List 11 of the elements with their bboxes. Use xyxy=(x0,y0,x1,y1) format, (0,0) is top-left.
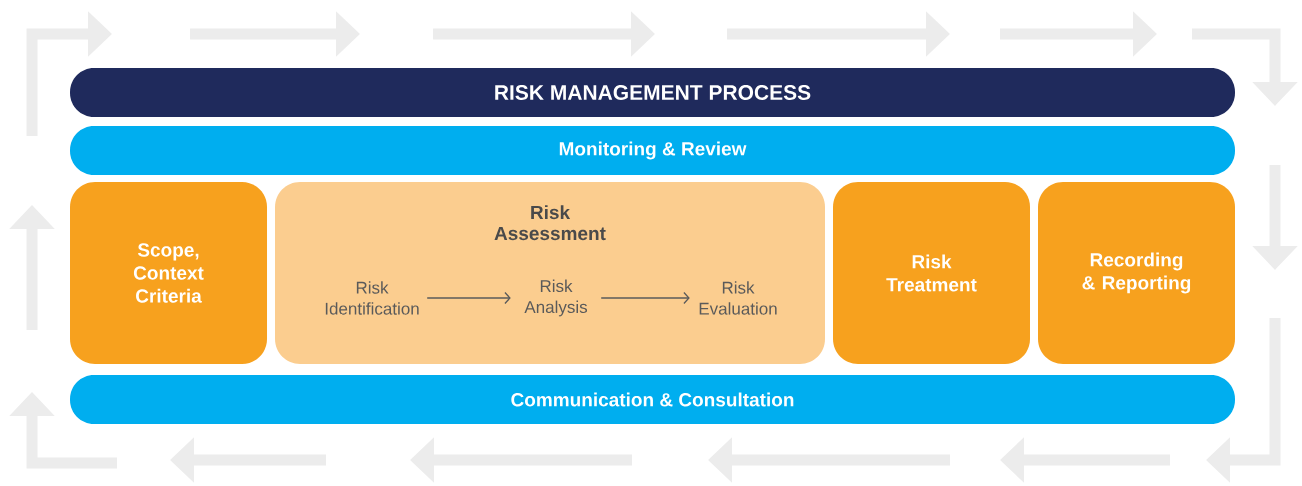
stage-box: Scope, Context Criteria xyxy=(70,182,267,364)
process-band: Monitoring & Review xyxy=(70,126,1235,175)
chevron-arrow xyxy=(426,291,511,305)
stage-box: Risk Treatment xyxy=(833,182,1030,364)
step-label: Risk Analysis xyxy=(524,279,588,317)
process-band: RISK MANAGEMENT PROCESS xyxy=(70,68,1235,117)
stage-box: Recording & Reporting xyxy=(1038,182,1235,364)
step-label: Risk Evaluation xyxy=(699,281,777,315)
step-label: Risk Identification xyxy=(325,281,419,315)
process-band: Communication & Consultation xyxy=(70,375,1235,424)
chevron-arrow xyxy=(600,291,690,305)
